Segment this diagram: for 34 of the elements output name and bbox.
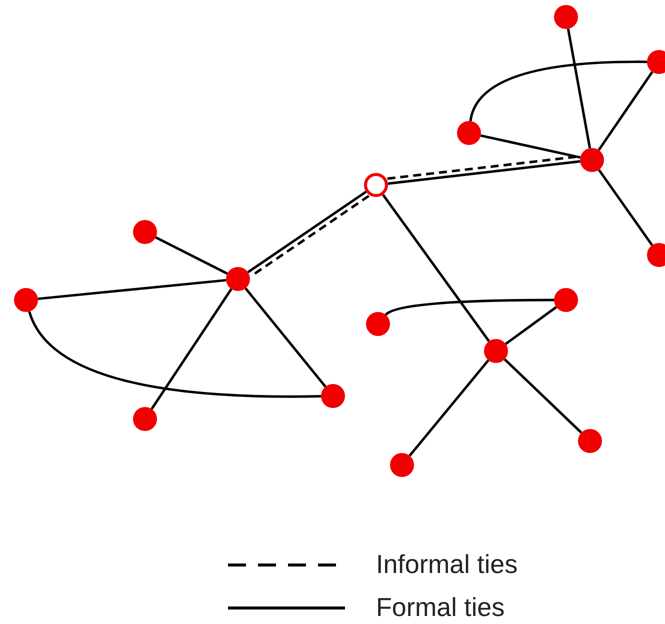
tie-line — [469, 60, 647, 122]
node-circle — [647, 243, 665, 267]
node-circle — [321, 384, 345, 408]
tie-line — [598, 71, 654, 151]
node-circle — [580, 148, 604, 172]
node-circle — [484, 339, 508, 363]
node-circle — [457, 121, 481, 145]
legend-label: Formal ties — [376, 592, 505, 622]
node-circle — [226, 267, 250, 291]
tie-line — [504, 358, 582, 434]
tie-line — [38, 278, 226, 300]
hollow-node-circle — [364, 173, 388, 197]
tie-line — [384, 298, 554, 316]
node-circle — [554, 288, 578, 312]
tie-line — [28, 311, 322, 398]
node-circle — [554, 5, 578, 29]
tie-line — [598, 169, 654, 246]
tie-line — [504, 306, 558, 345]
node-circle — [133, 407, 157, 431]
tie-line — [566, 28, 592, 148]
tie-line — [382, 194, 490, 342]
tie-line — [150, 288, 232, 410]
node-circle — [647, 50, 665, 74]
tie-line — [155, 236, 228, 275]
node-circle — [133, 220, 157, 244]
node-circle — [390, 453, 414, 477]
tie-line — [408, 359, 490, 457]
tie-line — [244, 288, 326, 388]
tie-line — [388, 160, 580, 185]
legend-label: Informal ties — [376, 549, 518, 579]
tie-line — [480, 134, 581, 159]
node-circle — [578, 429, 602, 453]
node-circle — [14, 288, 38, 312]
node-circle — [366, 312, 390, 336]
